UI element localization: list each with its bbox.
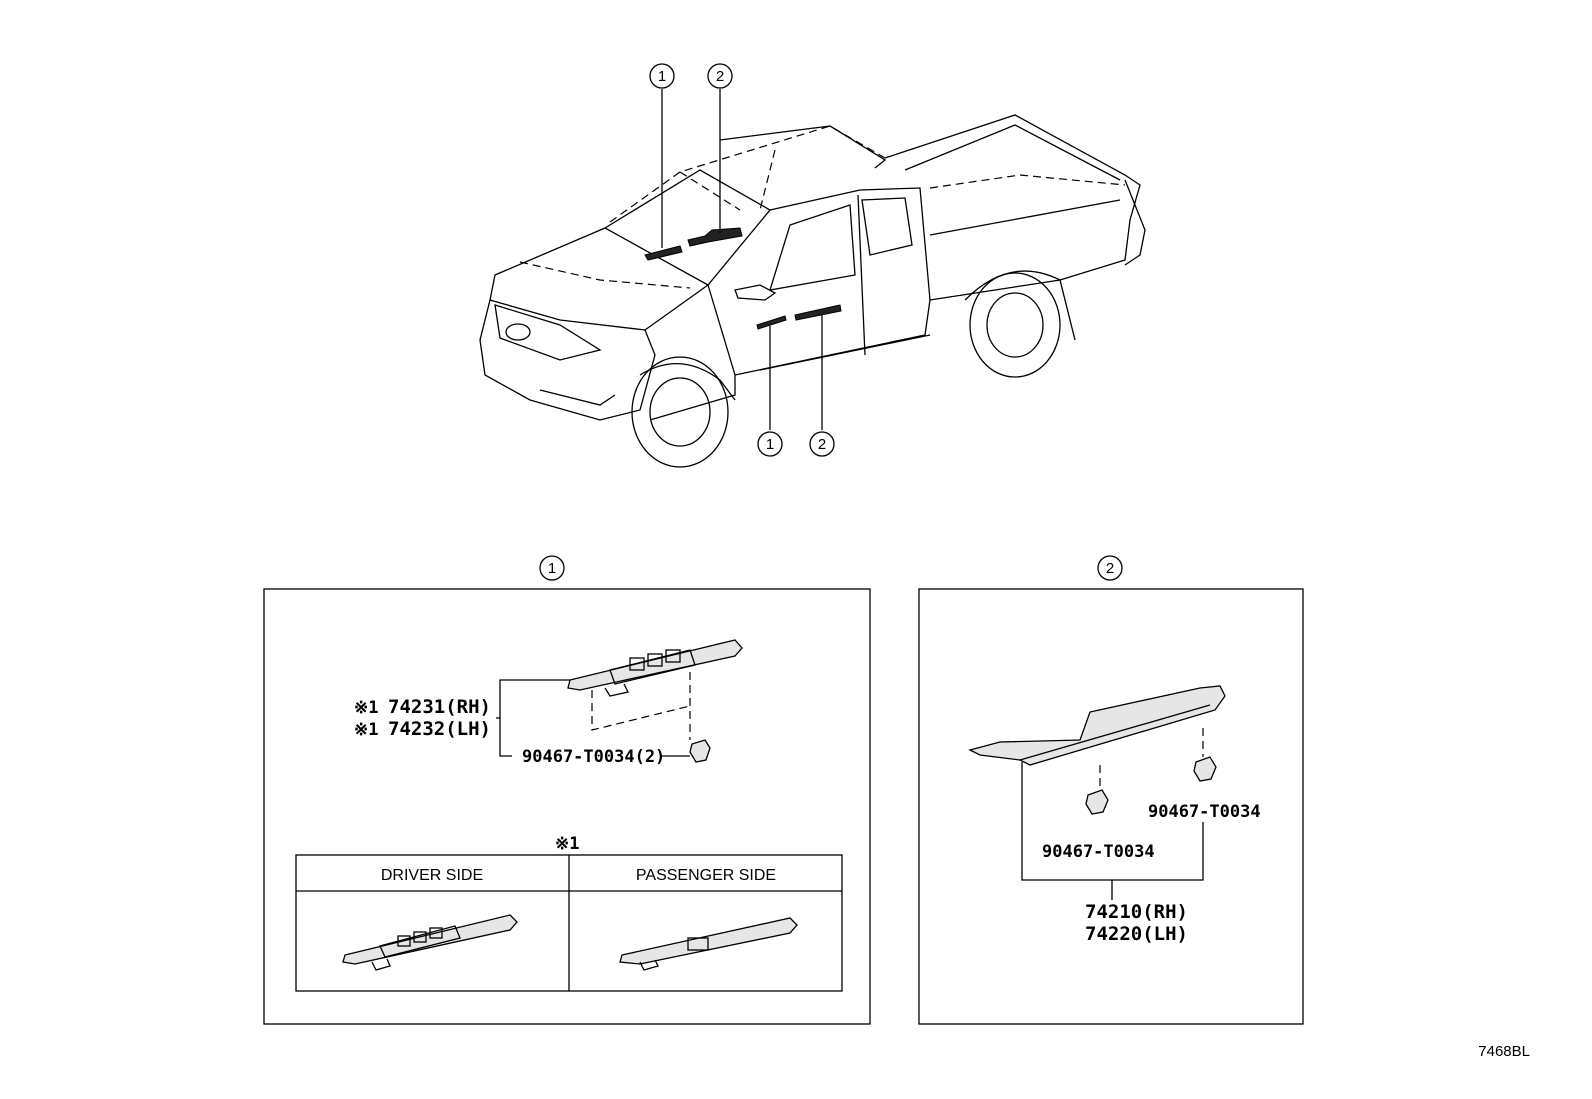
passenger-side-panel-illustration [619,917,798,971]
callout-top-1: 1 [649,63,675,89]
callout-label: 1 [548,560,556,577]
panel-2-callout: 2 [1097,555,1123,581]
panel-2-bracket [1021,762,1204,900]
callout-top-2: 2 [707,63,733,89]
truck-illustration [479,89,1146,468]
diagram-code: 7468BL [1478,1043,1530,1060]
part-number-74210: 74210(RH) [1085,901,1188,923]
clip-part-number-left: 90467-T0034 [1042,842,1155,862]
panel-1-frame [263,588,871,1025]
door-armrest-trim-illustration [968,685,1226,815]
panel-1-callout: 1 [539,555,565,581]
clip-part-number-right: 90467-T0034 [1148,802,1261,822]
callout-label: 2 [818,436,826,453]
callout-bottom-1: 1 [757,431,783,457]
callout-label: 2 [716,68,724,85]
part-number-74232: 74232(LH) [388,718,491,740]
clip-part-number: 90467-T0034(2) [522,747,665,767]
note-marker-rh: ※1 [354,698,378,718]
callout-bottom-2: 2 [809,431,835,457]
table-header-driver-side: DRIVER SIDE [381,867,483,884]
table-header-passenger-side: PASSENGER SIDE [636,867,776,884]
callout-label: 1 [658,68,666,85]
part-number-74231: 74231(RH) [388,696,491,718]
callout-label: 2 [1106,560,1114,577]
driver-passenger-table [295,854,843,992]
table-note-marker: ※1 [555,834,579,854]
callout-label: 1 [766,436,774,453]
note-marker-lh: ※1 [354,720,378,740]
part-number-74220: 74220(LH) [1085,923,1188,945]
panel-2-frame [918,588,1304,1025]
panel-1-bracket [496,679,690,757]
window-switch-panel-illustration [567,639,743,763]
driver-side-panel-illustration [342,914,518,971]
